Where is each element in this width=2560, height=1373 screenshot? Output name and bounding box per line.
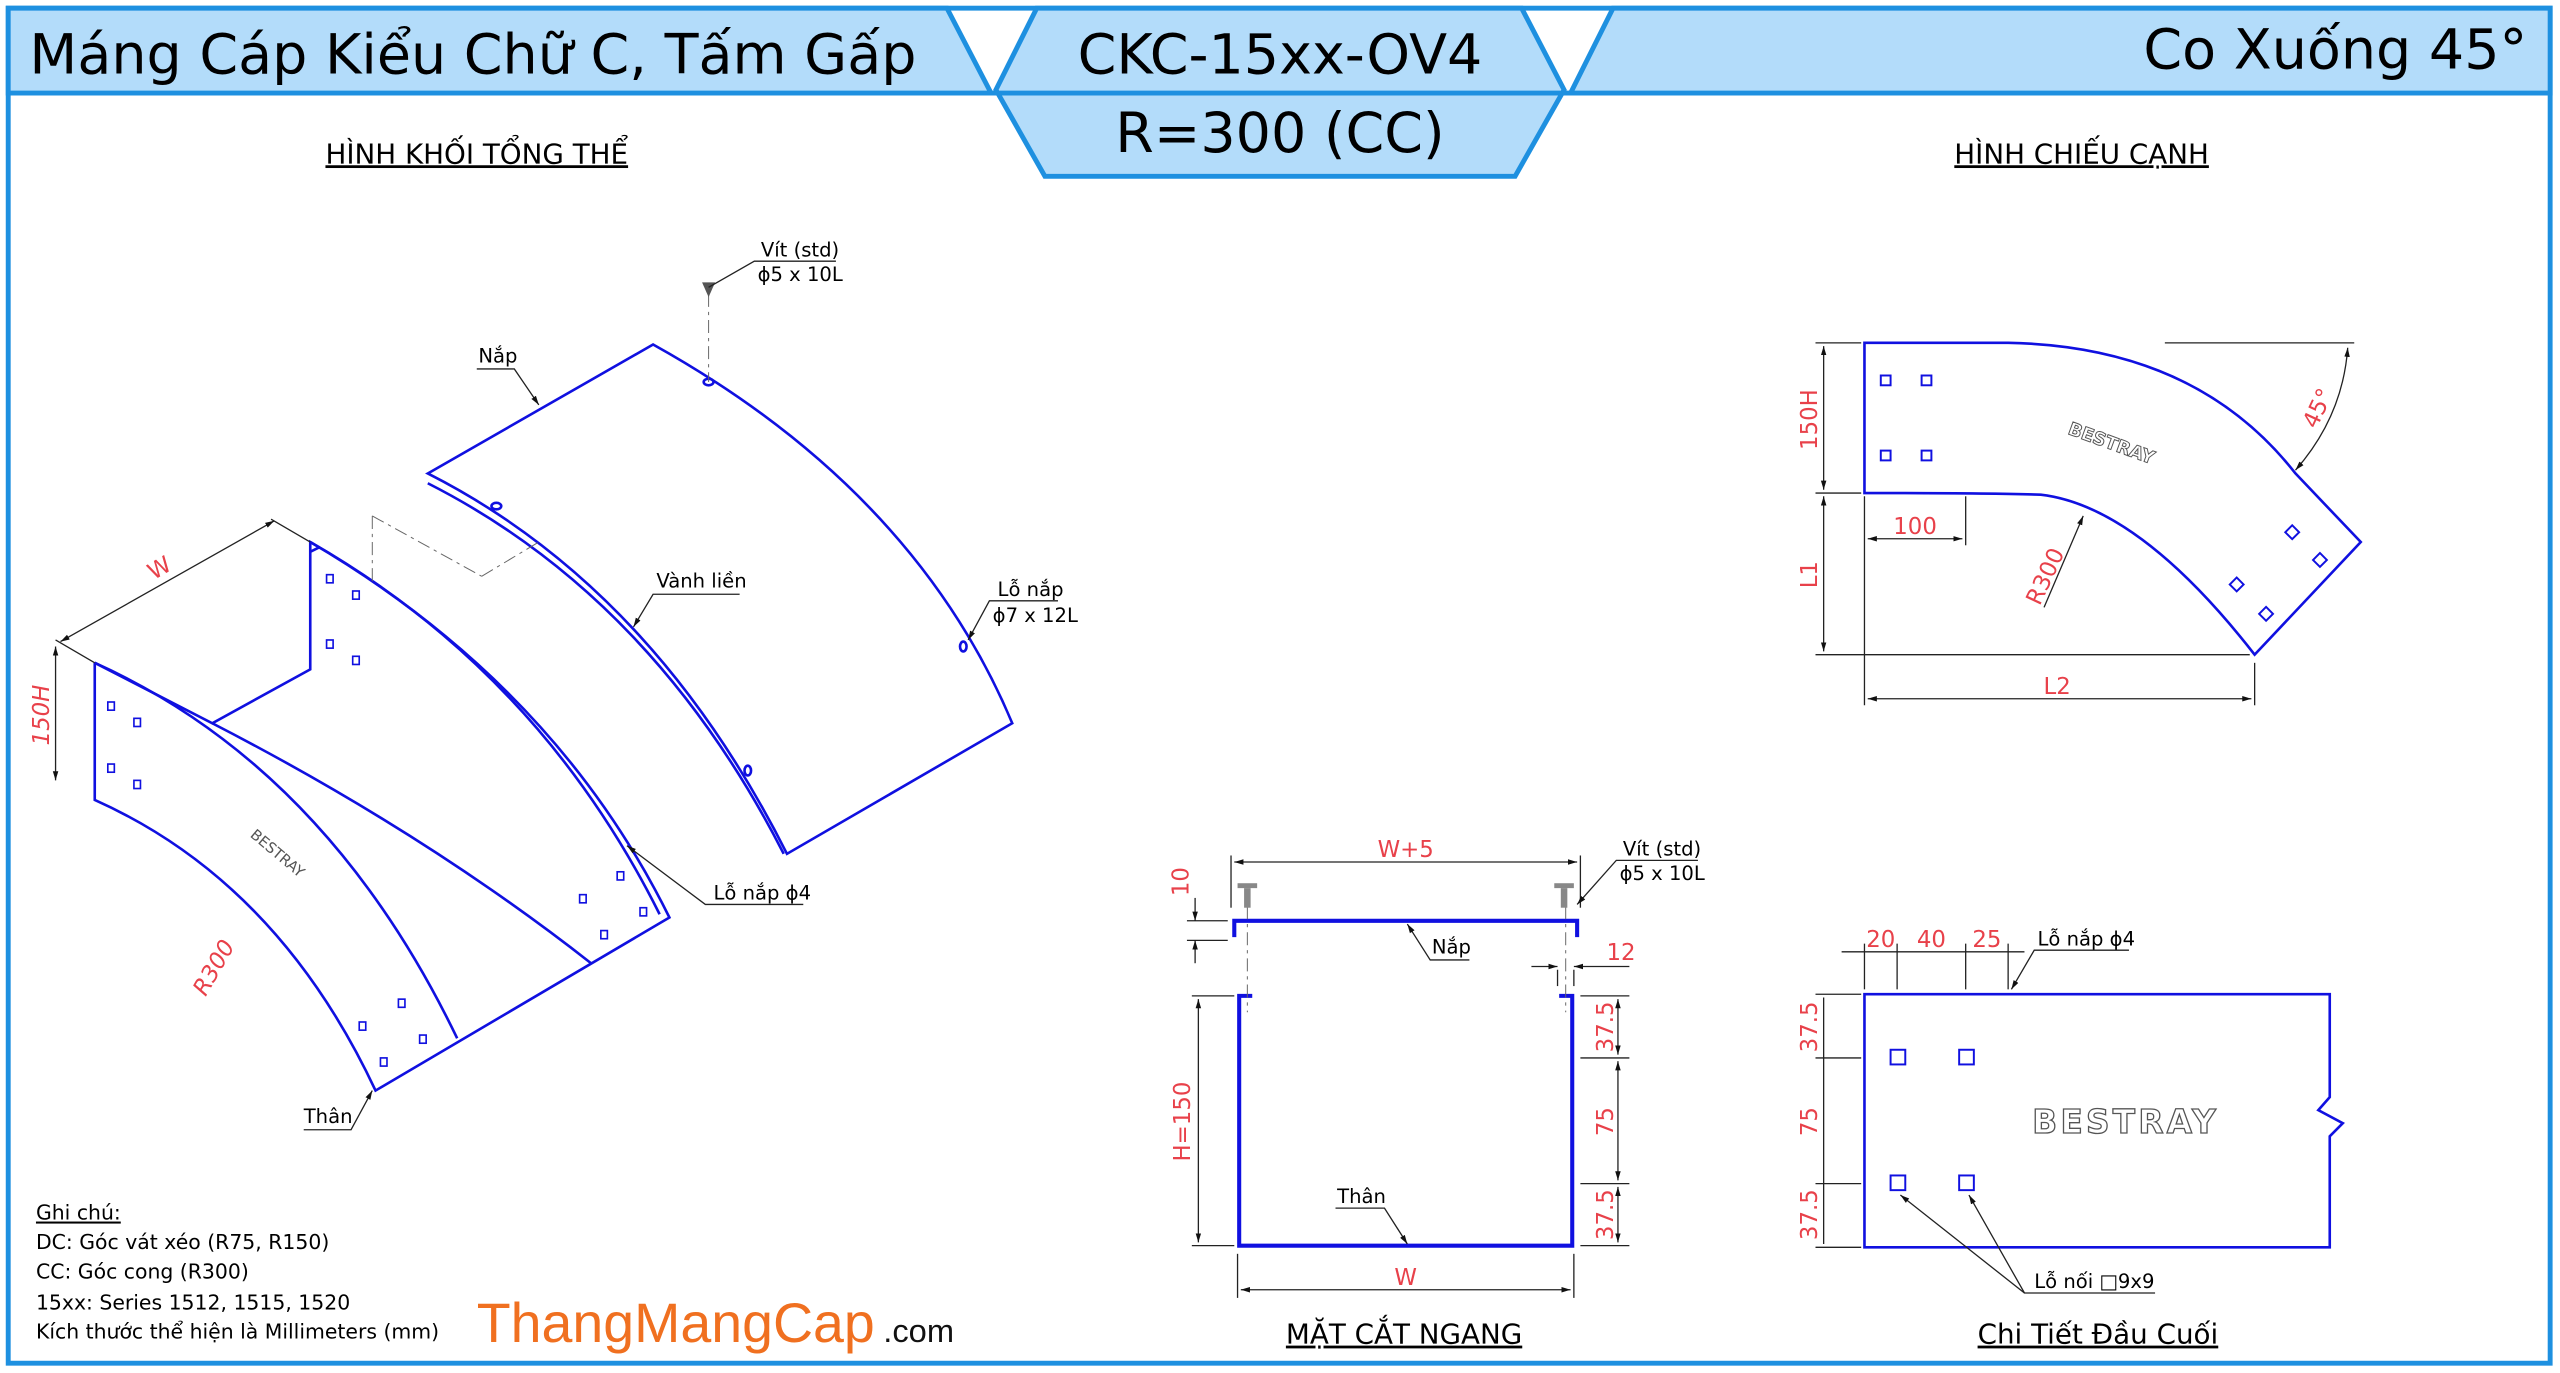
iso-cover-label: Nắp [478, 344, 517, 367]
product-radius: R=300 (CC) [1115, 101, 1444, 166]
section-screw-spec: ϕ5 x 10L [1620, 862, 1705, 885]
notes-line: 15xx: Series 1512, 1515, 1520 [36, 1290, 350, 1314]
end-dim-37b: 37.5 [1797, 1189, 1823, 1240]
section-dim-w5: W+5 [1378, 837, 1434, 863]
screw-icon [1237, 883, 1574, 908]
end-logo: BESTRAY [2032, 1103, 2219, 1141]
side-view-title: HÌNH CHIẾU CẠNH [1954, 133, 2209, 170]
side-dim-l1: L1 [1797, 561, 1823, 588]
section-view: MẶT CẮT NGANG W+5 10 12 H=150 37.5 75 37… [1169, 837, 1705, 1351]
notes-line: DC: Góc vát xéo (R75, R150) [36, 1230, 329, 1254]
end-dim-25: 25 [1972, 927, 2001, 953]
end-dim-20: 20 [1866, 927, 1895, 953]
iso-dim-w: W [144, 552, 177, 586]
iso-view: HÌNH KHỐI TỔNG THỂ W 150H R300 BESTRAY V… [29, 133, 1078, 1131]
iso-dim-r: R300 [188, 936, 240, 1001]
side-dim-l2: L2 [2043, 674, 2070, 700]
side-view: HÌNH CHIẾU CẠNH 150H L1 L2 100 R300 45° … [1797, 133, 2363, 706]
iso-view-title: HÌNH KHỐI TỔNG THỂ [325, 133, 628, 170]
section-dim-75: 75 [1593, 1107, 1619, 1136]
product-title: Máng Cáp Kiểu Chữ C, Tấm Gấp [29, 22, 916, 87]
iso-cover-hole-spec: ϕ7 x 12L [993, 604, 1078, 627]
notes: Ghi chú: DC: Góc vát xéo (R75, R150) CC:… [36, 1201, 439, 1344]
brand-logo: ThangMangCap .com [477, 1292, 954, 1354]
notes-heading: Ghi chú: [36, 1201, 121, 1225]
section-dim-12: 12 [1607, 940, 1636, 966]
section-dim-w: W [1394, 1265, 1417, 1291]
product-variant: Co Xuống 45° [2143, 18, 2527, 83]
end-hole-label: Lỗ nắp ϕ4 [2038, 927, 2136, 950]
section-cover-label: Nắp [1432, 935, 1471, 958]
section-dim-37a: 37.5 [1593, 1001, 1619, 1052]
brand-suffix: .com [883, 1312, 954, 1349]
end-dim-37a: 37.5 [1797, 1001, 1823, 1052]
side-dim-h: 150H [1797, 389, 1823, 450]
section-dim-h: H=150 [1170, 1082, 1196, 1162]
title-block: Máng Cáp Kiểu Chữ C, Tấm Gấp CKC-15xx-OV… [5, 5, 2553, 179]
iso-body-label: Thân [303, 1105, 353, 1128]
iso-dim-h: 150H [29, 685, 55, 746]
side-logo: BESTRAY [2065, 419, 2158, 470]
end-dim-40: 40 [1917, 927, 1946, 953]
iso-rim-label: Vành liền [656, 570, 746, 593]
section-screw-label: Vít (std) [1623, 837, 1701, 860]
brand-name: ThangMangCap [477, 1292, 875, 1354]
iso-logo: BESTRAY [247, 826, 308, 881]
side-dim-r: R300 [2022, 544, 2071, 609]
sheet-frame [5, 5, 2553, 1366]
section-body-label: Thân [1336, 1185, 1386, 1208]
end-dim-75: 75 [1797, 1107, 1823, 1136]
notes-line: Kích thước thể hiện là Millimeters (mm) [36, 1320, 439, 1344]
section-view-title: MẶT CẮT NGANG [1286, 1314, 1522, 1351]
section-dim-37b: 37.5 [1593, 1189, 1619, 1240]
side-dim-angle: 45° [2298, 385, 2339, 433]
iso-body-hole-label: Lỗ nắp ϕ4 [713, 882, 811, 905]
section-dim-10: 10 [1169, 867, 1195, 896]
product-code: CKC-15xx-OV4 [1078, 22, 1483, 87]
iso-screw-spec: ϕ5 x 10L [758, 263, 843, 286]
end-joint-label: Lỗ nối □9x9 [2034, 1270, 2154, 1293]
side-dim-100: 100 [1893, 514, 1937, 540]
notes-line: CC: Góc cong (R300) [36, 1259, 249, 1283]
iso-screw-label: Vít (std) [761, 238, 839, 261]
end-detail-view: Chi Tiết Đầu Cuối 20 40 25 Lỗ nắp ϕ4 37.… [1797, 927, 2345, 1351]
end-detail-title: Chi Tiết Đầu Cuối [1978, 1318, 2219, 1351]
iso-cover-hole-label: Lỗ nắp [998, 578, 1064, 601]
